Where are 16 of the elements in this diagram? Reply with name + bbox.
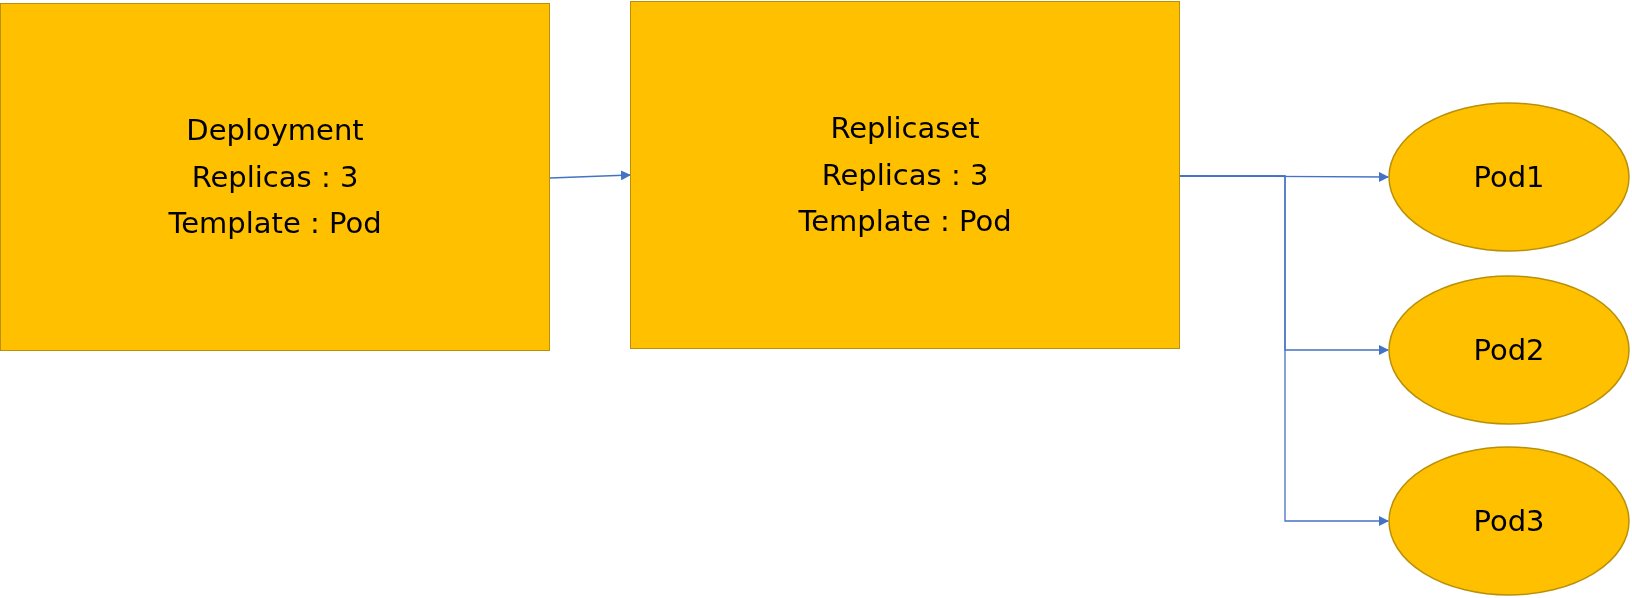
process-box	[630, 1, 1180, 349]
box-title: Pod3	[1473, 502, 1545, 540]
box-text: Replicas : 3	[191, 158, 359, 196]
box-text: Template : Pod	[798, 203, 1012, 241]
box-title: Replicaset	[830, 110, 980, 148]
process-box	[0, 3, 550, 351]
box-title: Pod1	[1473, 158, 1545, 196]
pod-ellipse	[1388, 275, 1630, 425]
box-text: Template : Pod	[168, 205, 382, 243]
box-title: Deployment	[186, 112, 364, 150]
box-text: Replicas : 3	[821, 156, 989, 194]
arrow	[1179, 175, 1389, 526]
arrow	[549, 170, 631, 181]
pod-ellipse	[1388, 102, 1630, 252]
pod-ellipse	[1388, 446, 1630, 596]
box-title: Pod2	[1473, 331, 1545, 369]
